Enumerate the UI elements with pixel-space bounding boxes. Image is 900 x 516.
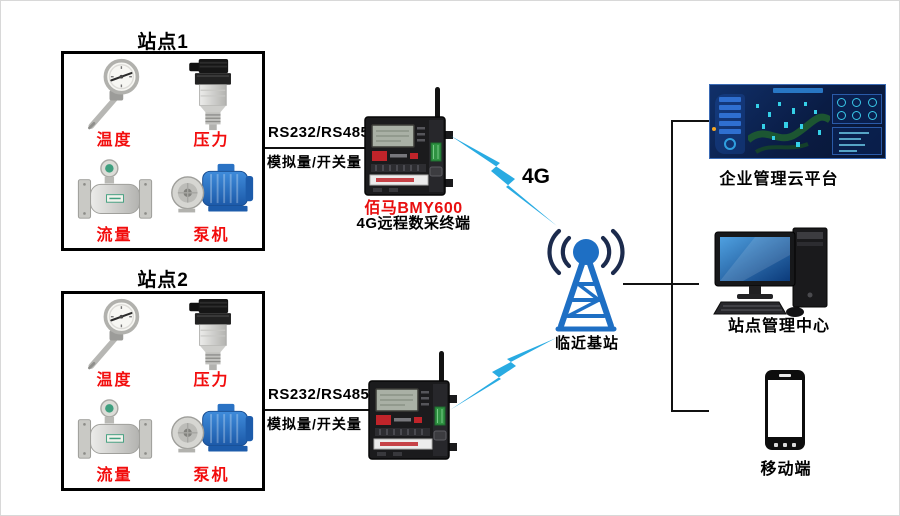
gateway-device-icon [363, 87, 457, 199]
dashboard-map [748, 102, 830, 154]
pump-icon [163, 392, 260, 467]
phone-nav-keys [765, 443, 805, 447]
station1-temperature: 温度 [66, 56, 163, 151]
phone-speaker [779, 374, 791, 377]
station2-pressure: 压力 [163, 296, 260, 391]
cloud-platform-label: 企业管理云平台 [719, 171, 839, 188]
sensor-label: 压力 [193, 132, 230, 149]
gateway-brand-label: 佰马BMY600 [364, 200, 463, 217]
dashboard-compass-icon [724, 138, 736, 150]
base-station-tower-icon [534, 225, 638, 333]
cloud-dashboard-icon [709, 84, 886, 159]
pressure-sensor-icon [163, 57, 260, 132]
station2-flow: 流量 [66, 391, 163, 486]
station2-box: 温度 压力 流量 泵机 [61, 291, 265, 491]
sensor-label: 泵机 [193, 467, 230, 484]
link1-protocol-label: RS232/RS485 [268, 124, 370, 141]
dashboard-gauge-panel [832, 94, 882, 124]
phone-screen [768, 380, 802, 437]
connector-line-pc [623, 283, 699, 285]
connector-line-phone [671, 410, 709, 412]
link2-line [265, 409, 369, 411]
flowmeter-icon [66, 392, 163, 467]
desktop-pc-icon [713, 225, 835, 317]
thermometer-icon [66, 57, 163, 132]
station2-title: 站点2 [137, 270, 189, 291]
station2-pump: 泵机 [163, 391, 260, 486]
link2-signal-label: 模拟量/开关量 [267, 416, 362, 432]
radio-4g-label: 4G [522, 165, 551, 188]
sensor-label: 流量 [96, 227, 133, 244]
connector-line-vertical [671, 120, 673, 412]
mobile-label: 移动端 [760, 461, 812, 478]
pressure-sensor-icon [163, 297, 260, 372]
base-station-label: 临近基站 [554, 335, 619, 352]
gateway-device-icon [367, 351, 461, 463]
dashboard-marker-dot [712, 127, 716, 131]
management-center-label: 站点管理中心 [727, 318, 830, 335]
sensor-label: 流量 [96, 467, 133, 484]
link2-protocol-label: RS232/RS485 [268, 386, 370, 403]
link1-signal-label: 模拟量/开关量 [267, 154, 362, 170]
flowmeter-icon [66, 152, 163, 227]
station1-pump: 泵机 [163, 151, 260, 246]
connector-line-cloud [671, 120, 709, 122]
sensor-label: 温度 [96, 372, 133, 389]
station1-title: 站点1 [137, 32, 189, 53]
station1-box: 温度 压力 流量 泵机 [61, 51, 265, 251]
thermometer-icon [66, 297, 163, 372]
smartphone-icon [765, 370, 805, 450]
dashboard-list-panel [832, 127, 882, 155]
dashboard-sidebar [715, 94, 745, 154]
station2-temperature: 温度 [66, 296, 163, 391]
sensor-label: 温度 [96, 132, 133, 149]
sensor-label: 泵机 [193, 227, 230, 244]
station1-flow: 流量 [66, 151, 163, 246]
sensor-label: 压力 [193, 372, 230, 389]
pump-icon [163, 152, 260, 227]
station1-pressure: 压力 [163, 56, 260, 151]
gateway-type-label: 4G远程数采终端 [356, 215, 471, 232]
link1-line [265, 147, 366, 149]
dashboard-titlebar [773, 88, 823, 93]
